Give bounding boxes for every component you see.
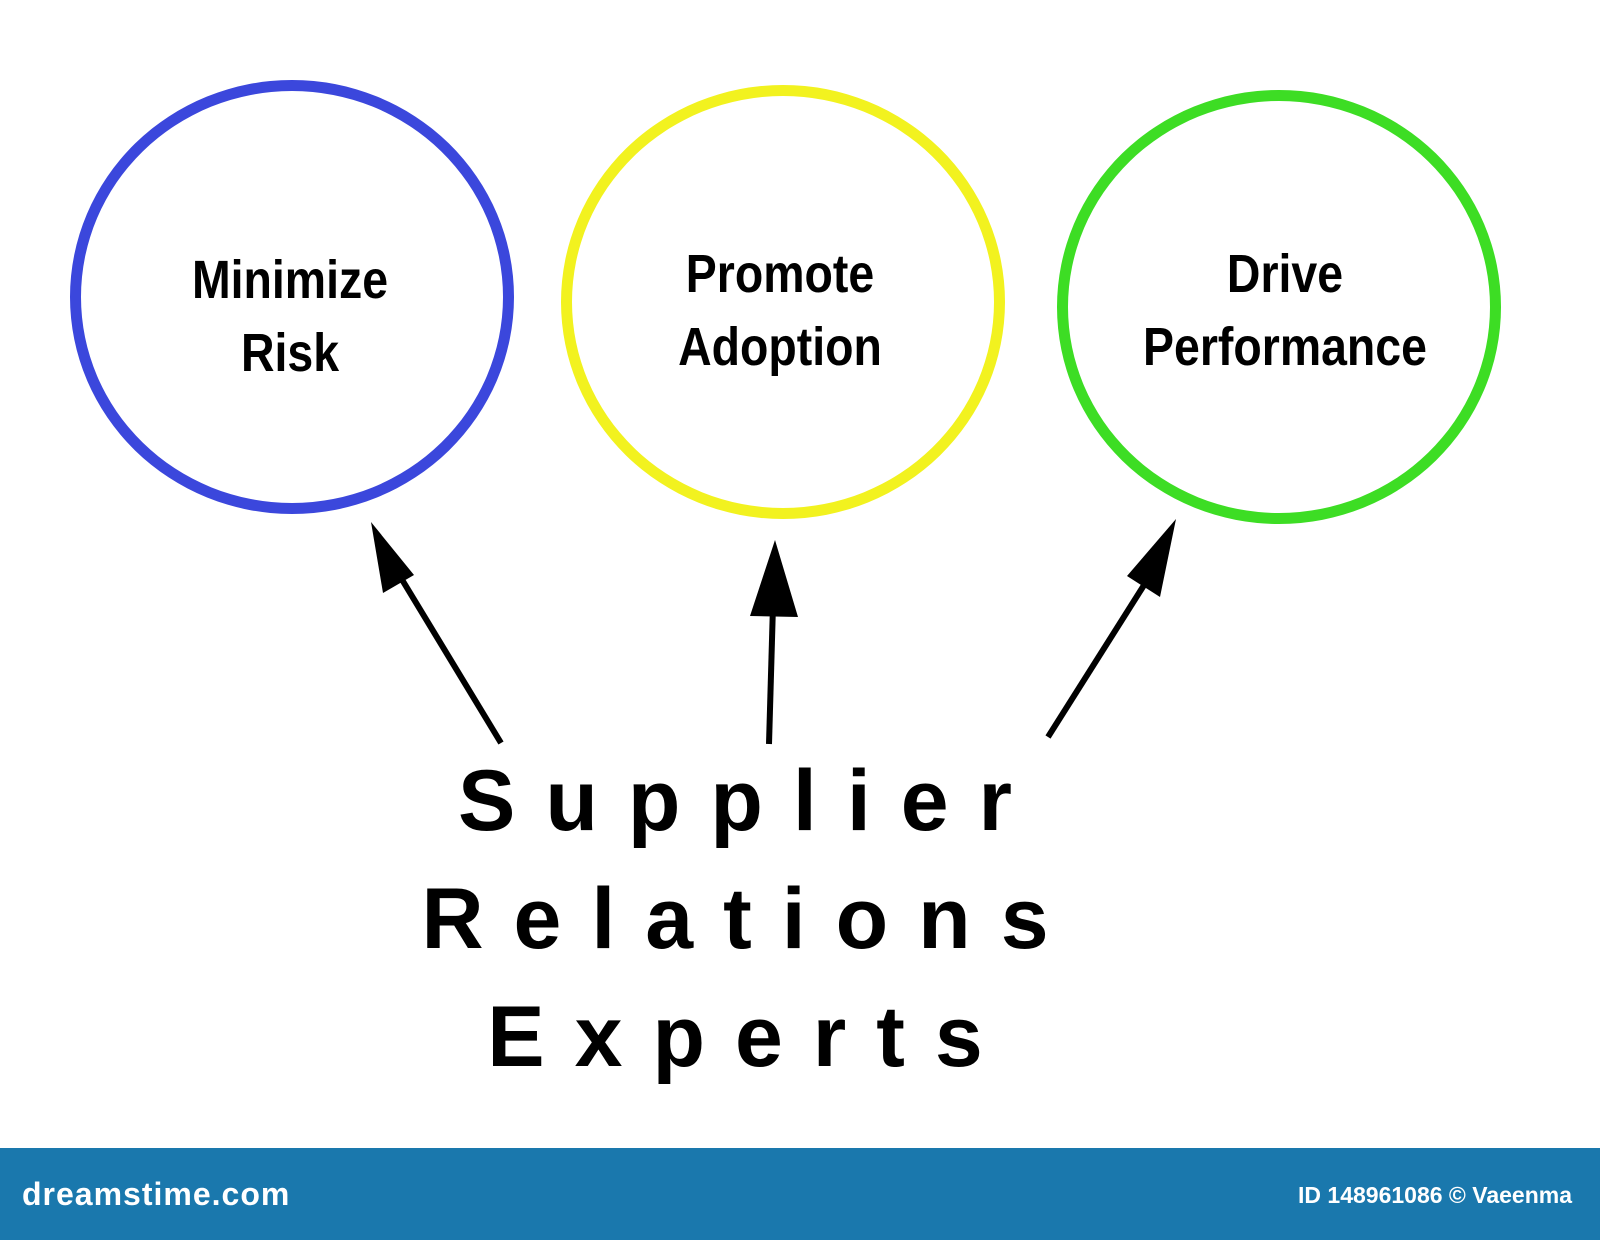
goal-label-drive-performance: Drive Performance	[1113, 238, 1457, 384]
goal-label-minimize-risk: Minimize Risk	[118, 244, 462, 390]
goal-label-line: Adoption	[678, 317, 882, 377]
source-title-line: Supplier	[457, 753, 1043, 849]
footer-credit: ID 148961086 © Vaeenma	[1298, 1182, 1572, 1208]
goal-label-line: Performance	[1143, 317, 1427, 377]
footer-brand[interactable]: dreamstime.com	[22, 1176, 291, 1212]
arrow-to-drive-performance	[1045, 519, 1176, 739]
arrow-to-promote-adoption	[750, 540, 798, 745]
goal-label-line: Risk	[240, 323, 340, 383]
arrow-to-minimize-risk	[371, 522, 504, 745]
goal-circle-drive-performance	[1057, 90, 1501, 524]
footer-bar: dreamstime.com ID 148961086 © Vaeenma	[0, 1148, 1600, 1240]
goal-circle-promote-adoption	[561, 85, 1005, 519]
goal-label-line: Promote	[685, 244, 875, 304]
source-title-line: Relations	[421, 871, 1079, 967]
goal-circle-minimize-risk	[70, 80, 514, 514]
source-title-line: Experts	[487, 989, 1013, 1085]
goal-label-promote-adoption: Promote Adoption	[608, 238, 952, 384]
goal-label-line: Drive	[1226, 244, 1344, 304]
source-title: Supplier Relations Experts	[420, 742, 1080, 1096]
goal-label-line: Minimize	[191, 250, 389, 310]
